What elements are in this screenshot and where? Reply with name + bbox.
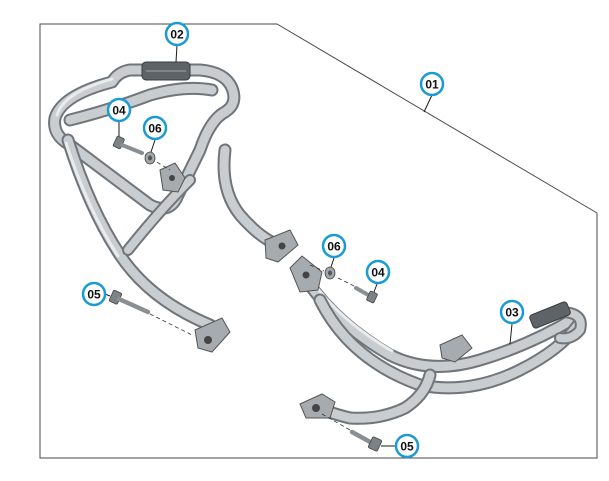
callout-05-left: 05 — [81, 281, 107, 307]
bolt-05-right — [321, 413, 382, 452]
svg-text:05: 05 — [87, 288, 101, 302]
svg-text:06: 06 — [148, 122, 162, 136]
svg-text:01: 01 — [425, 78, 439, 92]
mount-plate-right-mid — [439, 334, 473, 363]
crash-bar-left — [48, 61, 299, 353]
washer-06-right — [309, 264, 336, 280]
callout-05-right: 05 — [394, 433, 420, 459]
svg-text:04: 04 — [112, 104, 126, 118]
kit-frame — [39, 23, 598, 459]
washer-06-left — [144, 151, 156, 165]
bolt-04-right — [337, 277, 378, 304]
svg-text:06: 06 — [327, 240, 341, 254]
callout-04-right: 04 — [365, 259, 391, 285]
callout-02: 02 — [164, 21, 190, 47]
svg-text:04: 04 — [371, 266, 385, 280]
mount-foot-left — [194, 317, 231, 353]
callout-01: 01 — [419, 71, 445, 97]
callout-06-right: 06 — [321, 233, 347, 259]
crash-bar-right — [289, 255, 587, 425]
bolt-05-left — [108, 289, 193, 336]
svg-text:03: 03 — [505, 306, 519, 320]
callout-03: 03 — [499, 299, 525, 325]
callout-04-left: 04 — [106, 97, 132, 123]
bolt-04-left — [112, 135, 171, 171]
svg-text:05: 05 — [400, 440, 414, 454]
slider-pad-right — [529, 301, 571, 329]
leader-lines — [104, 44, 513, 447]
svg-text:02: 02 — [170, 28, 184, 42]
callout-06-left: 06 — [142, 115, 168, 141]
